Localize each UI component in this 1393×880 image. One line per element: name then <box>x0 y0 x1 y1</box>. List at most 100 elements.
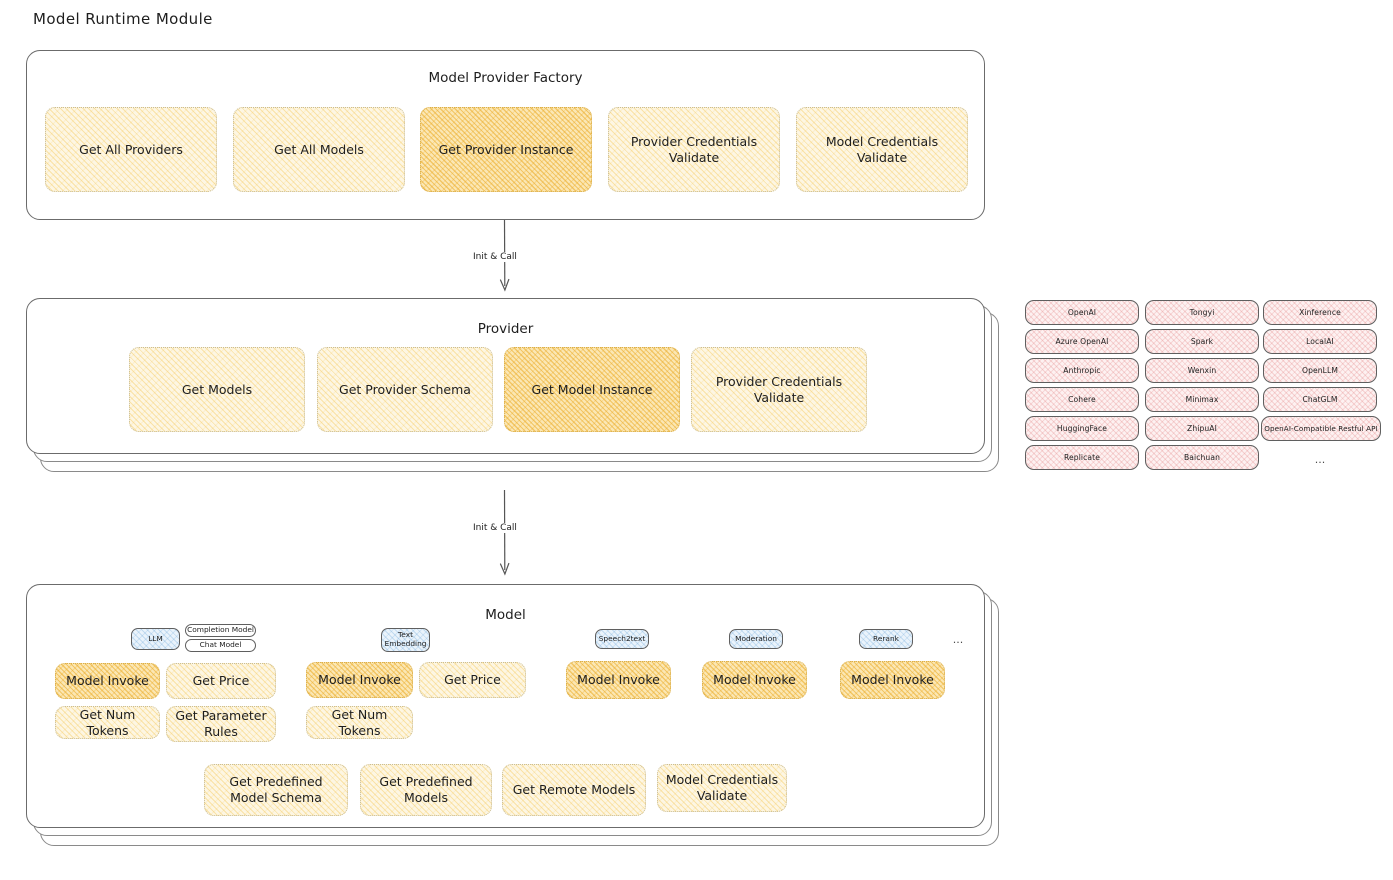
provider-item-get-models[interactable]: Get Models <box>129 347 305 432</box>
arrow-label-init-call-1: Init & Call <box>470 252 520 262</box>
llm-method-get-parameter-rules[interactable]: Get Parameter Rules <box>166 706 276 742</box>
factory-item-label: Get Provider Instance <box>438 141 574 157</box>
provider-chip-cohere[interactable]: Cohere <box>1025 387 1139 412</box>
model-type-chip-llm[interactable]: LLM <box>131 628 180 650</box>
provider-chip-openai[interactable]: OpenAI <box>1025 300 1139 325</box>
method-label: Get Predefined Model Schema <box>229 774 323 805</box>
method-label: Get Parameter Rules <box>175 708 267 739</box>
provider-chip-anthropic[interactable]: Anthropic <box>1025 358 1139 383</box>
factory-item-get-all-models[interactable]: Get All Models <box>233 107 405 192</box>
speech2text-method-model-invoke[interactable]: Model Invoke <box>566 661 671 699</box>
provider-chip-label: Wenxin <box>1187 366 1217 375</box>
provider-item-label: Provider Credentials Validate <box>715 373 843 405</box>
provider-chip-baichuan[interactable]: Baichuan <box>1145 445 1259 470</box>
method-label: Model Invoke <box>851 672 934 687</box>
factory-item-provider-credentials-validate[interactable]: Provider Credentials Validate <box>608 107 780 192</box>
model-type-sub-label: Completion Model <box>187 625 254 635</box>
factory-item-model-credentials-validate[interactable]: Model Credentials Validate <box>796 107 968 192</box>
provider-chip-label: OpenAI <box>1067 308 1097 317</box>
provider-chip-label: HuggingFace <box>1056 424 1108 433</box>
model-type-chip-speech2text[interactable]: Speech2text <box>595 629 649 649</box>
provider-chip-zhipuai[interactable]: ZhipuAI <box>1145 416 1259 441</box>
model-type-sub-chat-model[interactable]: Chat Model <box>185 639 256 652</box>
provider-chip-chatglm[interactable]: ChatGLM <box>1263 387 1377 412</box>
method-label: Get Num Tokens <box>331 706 388 738</box>
provider-item-get-provider-schema[interactable]: Get Provider Schema <box>317 347 493 432</box>
provider-chip-openai-compatible-restful-api[interactable]: OpenAI-Compatible Restful API <box>1261 416 1381 441</box>
embedding-method-model-invoke[interactable]: Model Invoke <box>306 662 413 698</box>
provider-chip-openllm[interactable]: OpenLLM <box>1263 358 1377 383</box>
provider-chip-label: ZhipuAI <box>1187 424 1217 433</box>
provider-title: Provider <box>477 321 534 337</box>
model-title: Model <box>485 607 526 623</box>
model-type-label: Rerank <box>873 633 899 643</box>
model-type-sub-completion-model[interactable]: Completion Model <box>185 624 256 637</box>
llm-method-model-invoke[interactable]: Model Invoke <box>55 663 160 699</box>
provider-chip-label: ChatGLM <box>1302 395 1338 404</box>
model-type-sub-label: Chat Model <box>199 640 242 650</box>
provider-item-label: Get Model Instance <box>531 381 653 397</box>
method-label: Get Price <box>192 673 250 688</box>
provider-chip-label: Tongyi <box>1189 308 1215 317</box>
provider-chip-wenxin[interactable]: Wenxin <box>1145 358 1259 383</box>
rerank-method-model-invoke[interactable]: Model Invoke <box>840 661 945 699</box>
moderation-method-model-invoke[interactable]: Model Invoke <box>702 661 807 699</box>
provider-chip-replicate[interactable]: Replicate <box>1025 445 1139 470</box>
provider-chip-tongyi[interactable]: Tongyi <box>1145 300 1259 325</box>
factory-item-get-all-providers[interactable]: Get All Providers <box>45 107 217 192</box>
provider-chip-label: LocalAI <box>1306 337 1334 346</box>
provider-chip-label: Xinference <box>1299 308 1341 317</box>
arrow-icon <box>499 489 510 576</box>
method-label: Model Invoke <box>66 673 149 688</box>
provider-chip-label: Baichuan <box>1183 453 1221 462</box>
common-method-get-predefined-model-schema[interactable]: Get Predefined Model Schema <box>204 764 348 816</box>
provider-item-label: Get Models <box>181 381 253 397</box>
provider-chip-localai[interactable]: LocalAI <box>1263 329 1377 354</box>
factory-title: Model Provider Factory <box>428 70 583 86</box>
model-type-chip-rerank[interactable]: Rerank <box>859 629 913 649</box>
provider-chip-azure-openai[interactable]: Azure OpenAI <box>1025 329 1139 354</box>
provider-chip-label: Minimax <box>1185 395 1219 404</box>
model-types-more: ... <box>952 632 964 646</box>
common-method-get-predefined-models[interactable]: Get Predefined Models <box>360 764 492 816</box>
provider-item-label: Get Provider Schema <box>339 381 471 397</box>
arrow-provider-to-model <box>495 489 515 582</box>
embedding-method-get-num-tokens[interactable]: Get Num Tokens <box>306 706 413 739</box>
factory-item-label: Model Credentials Validate <box>825 133 939 165</box>
llm-method-get-num-tokens[interactable]: Get Num Tokens <box>55 706 160 739</box>
factory-item-label: Provider Credentials Validate <box>630 133 758 165</box>
common-method-get-remote-models[interactable]: Get Remote Models <box>502 764 646 816</box>
arrow-label-init-call-2: Init & Call <box>470 523 520 533</box>
page-title: Model Runtime Module <box>33 10 213 28</box>
provider-chip-huggingface[interactable]: HuggingFace <box>1025 416 1139 441</box>
model-type-label: Text Embedding <box>384 630 427 648</box>
provider-item-get-model-instance[interactable]: Get Model Instance <box>504 347 680 432</box>
provider-chip-label: Replicate <box>1063 453 1101 462</box>
embedding-method-get-price[interactable]: Get Price <box>419 662 526 698</box>
method-label: Get Num Tokens <box>79 706 136 738</box>
provider-chip-label: OpenAI-Compatible Restful API <box>1264 424 1378 433</box>
method-label: Get Remote Models <box>512 782 636 797</box>
provider-chip-xinference[interactable]: Xinference <box>1263 300 1377 325</box>
provider-chip-label: OpenLLM <box>1302 366 1338 375</box>
model-type-chip-text-embedding[interactable]: Text Embedding <box>381 628 430 652</box>
method-label: Model Invoke <box>577 672 660 687</box>
factory-item-label: Get All Models <box>274 141 364 157</box>
common-method-model-credentials-validate[interactable]: Model Credentials Validate <box>657 764 787 812</box>
model-type-label: LLM <box>148 633 163 643</box>
provider-chip-label: Anthropic <box>1063 366 1101 375</box>
model-type-chip-moderation[interactable]: Moderation <box>729 629 783 649</box>
factory-item-label: Get All Providers <box>79 141 183 157</box>
method-label: Model Credentials Validate <box>665 772 779 803</box>
provider-chip-label: Cohere <box>1068 395 1096 404</box>
llm-method-get-price[interactable]: Get Price <box>166 663 276 699</box>
provider-item-provider-credentials-validate[interactable]: Provider Credentials Validate <box>691 347 867 432</box>
factory-item-get-provider-instance[interactable]: Get Provider Instance <box>420 107 592 192</box>
provider-chip-label: Spark <box>1190 337 1214 346</box>
method-label: Model Invoke <box>318 672 401 687</box>
model-type-label: Speech2text <box>598 633 646 643</box>
method-label: Get Price <box>444 672 501 687</box>
provider-chip-spark[interactable]: Spark <box>1145 329 1259 354</box>
provider-chip-minimax[interactable]: Minimax <box>1145 387 1259 412</box>
